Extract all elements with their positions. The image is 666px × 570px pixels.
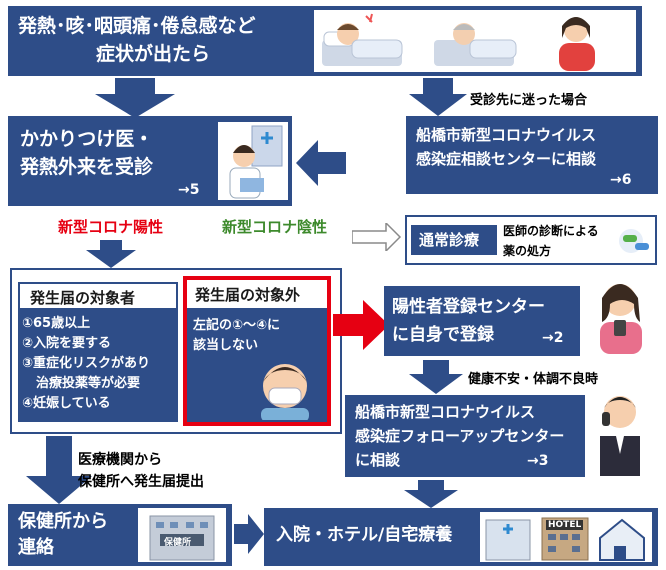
kakaritsuke-line2: 発熱外来を受診: [20, 156, 154, 178]
arrow-down-left-2: [26, 436, 92, 504]
normal-care-box: 通常診療 医師の診断による 薬の処方: [405, 215, 657, 265]
negative-label: 新型コロナ陰性: [222, 218, 328, 236]
medical-note-line2: 保健所へ発生届提出: [78, 474, 204, 490]
masked-person-illustration: [249, 356, 321, 420]
followup-ref: →3: [527, 453, 549, 469]
followup-line1: 船橋市新型コロナウイルス: [355, 403, 536, 421]
health-center-box: 保健所から 連絡 保健所: [8, 504, 232, 566]
final-text: 入院・ホテル/自宅療養: [276, 525, 453, 545]
confused-label: 受診先に迷った場合: [470, 93, 588, 108]
consult-line1: 船橋市新型コロナウイルス: [416, 126, 597, 144]
nontarget-line1: 左記の①～④に: [193, 318, 281, 333]
operator-illustration: [586, 386, 656, 478]
register-line2: に自身で登録: [392, 325, 494, 345]
target-item-3: ③重症化リスクがあり: [22, 356, 151, 371]
register-ref: →2: [542, 330, 564, 346]
register-box: 陽性者登録センター に自身で登録 →2: [384, 286, 580, 356]
target-title-box: 発生届の対象者: [18, 282, 178, 310]
consult-ref: →6: [610, 172, 632, 188]
arrow-down-right-1: [409, 78, 467, 116]
phone-woman-illustration: [586, 276, 656, 356]
arrow-right-final: [234, 514, 264, 554]
target-box: 発生届の対象者 ①65歳以上 ②入院を要する ③重症化リスクがあり 治療投薬等が…: [18, 282, 178, 422]
doctor-illustration: [218, 122, 288, 200]
arrow-down-left-1: [95, 78, 175, 118]
nontarget-title-box: 発生届の対象外: [187, 280, 327, 308]
final-buildings-illustration: HOTEL: [480, 512, 652, 562]
kakaritsuke-ref: →5: [178, 182, 200, 198]
symptoms-box: 発熱･咳･咽頭痛･倦怠感など 症状が出たら: [8, 6, 642, 76]
normal-care-desc2: 薬の処方: [503, 244, 552, 258]
target-item-2: ②入院を要する: [22, 336, 112, 351]
followup-box: 船橋市新型コロナウイルス 感染症フォローアップセンター に相談 →3: [345, 395, 585, 477]
hotel-sign: HOTEL: [546, 520, 584, 530]
target-item-3b: 治療投薬等が必要: [36, 376, 141, 391]
arrow-left-consult: [296, 140, 346, 186]
sick-people-illustration: [314, 10, 636, 72]
health-center-building: 保健所: [138, 508, 226, 562]
nontarget-line2: 該当しない: [193, 338, 259, 353]
consult-center-box: 船橋市新型コロナウイルス 感染症相談センターに相談 →6: [406, 116, 658, 194]
positive-label: 新型コロナ陽性: [58, 218, 164, 236]
normal-care-title: 通常診療: [419, 231, 480, 249]
arrow-right-red: [333, 300, 389, 350]
health-center-sign: 保健所: [164, 538, 192, 548]
consult-line2: 感染症相談センターに相談: [416, 150, 597, 168]
target-item-4: ④妊娠している: [22, 396, 111, 411]
final-box: 入院・ホテル/自宅療養 HOTEL: [264, 508, 658, 566]
nontarget-title: 発生届の対象外: [195, 286, 301, 304]
arrow-down-positive: [86, 240, 136, 268]
normal-care-title-box: 通常診療: [411, 225, 497, 255]
kakaritsuke-box: かかりつけ医・ 発熱外来を受診 →5: [8, 116, 292, 206]
symptoms-line1: 発熱･咳･咽頭痛･倦怠感など: [18, 15, 256, 37]
normal-care-desc1: 医師の診断による: [503, 224, 599, 238]
health-center-line2: 連絡: [18, 537, 54, 558]
register-line1: 陽性者登録センター: [392, 297, 545, 317]
arrow-right-negative: [352, 223, 402, 251]
followup-line3: に相談: [355, 451, 401, 469]
target-title: 発生届の対象者: [30, 289, 136, 307]
health-center-line1: 保健所から: [18, 511, 108, 532]
kakaritsuke-line1: かかりつけ医・: [20, 128, 154, 150]
medical-note-line1: 医療機関から: [78, 452, 162, 468]
health-label: 健康不安・体調不良時: [468, 372, 599, 387]
arrow-down-final: [404, 480, 458, 508]
nontarget-box: 発生届の対象外 左記の①～④に 該当しない: [183, 276, 331, 426]
symptoms-line2: 症状が出たら: [96, 43, 211, 65]
arrow-down-health: [409, 360, 463, 394]
medicine-icon: [617, 223, 653, 259]
target-item-1: ①65歳以上: [22, 316, 91, 331]
followup-line2: 感染症フォローアップセンター: [355, 427, 565, 445]
